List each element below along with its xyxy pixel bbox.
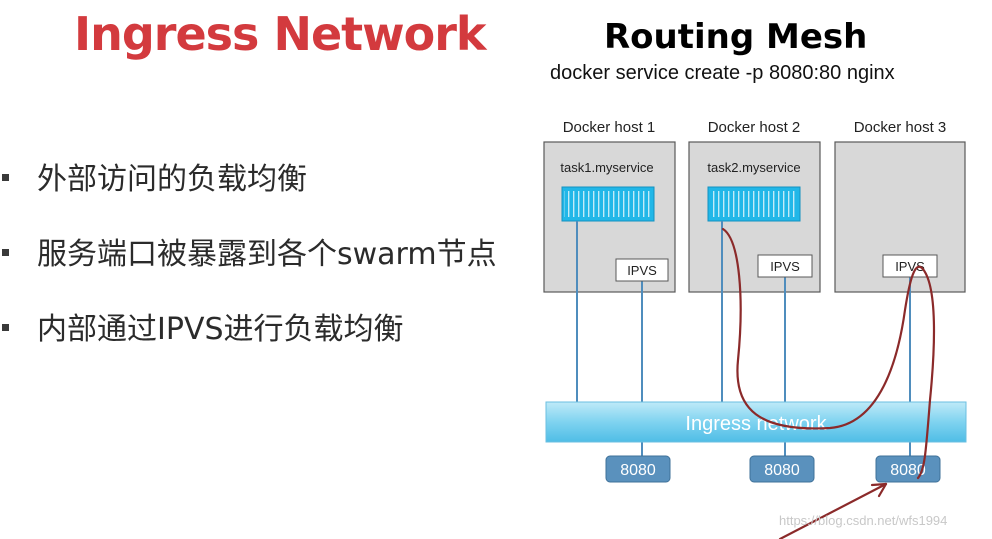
port-badge: 8080: [605, 455, 671, 483]
diagram-title: Routing Mesh: [604, 17, 868, 57]
task-label: task1.myservice: [560, 160, 653, 175]
host-label: Docker host 2: [708, 119, 801, 136]
ipvs-label: IPVS: [770, 259, 800, 274]
port-label: 8080: [764, 462, 800, 479]
bullet-marker-icon: [2, 324, 9, 331]
port-badge: 8080: [749, 455, 815, 483]
host-label: Docker host 3: [854, 119, 947, 136]
watermark: https://blog.csdn.net/wfs1994: [779, 513, 948, 528]
ingress-network-bar: Ingress network: [545, 401, 967, 443]
bullet-text: 内部通过IPVS进行负载均衡: [37, 312, 404, 347]
routing-path: [721, 227, 936, 480]
container-icon: [561, 186, 655, 222]
ipvs-box: IPVS: [615, 258, 669, 282]
bullet-marker-icon: [2, 249, 9, 256]
ipvs-box: IPVS: [757, 254, 813, 278]
host-label: Docker host 1: [563, 119, 656, 136]
network-label: Ingress network: [685, 413, 827, 435]
slide-title: Ingress Network: [74, 7, 487, 61]
ipvs-label: IPVS: [895, 259, 925, 274]
ipvs-label: IPVS: [627, 263, 657, 278]
ipvs-box: IPVS: [882, 254, 938, 278]
bullet-text: 服务端口被暴露到各个swarm节点: [37, 237, 497, 272]
port-badge: 8080: [875, 455, 941, 483]
docker-command: docker service create -p 8080:80 nginx: [550, 62, 895, 84]
container-icon: [707, 186, 801, 222]
request-arrow: [778, 482, 888, 539]
bullet-text: 外部访问的负载均衡: [37, 162, 307, 197]
bullet-marker-icon: [2, 174, 9, 181]
arrowhead-icon: [870, 482, 888, 498]
port-label: 8080: [890, 462, 926, 479]
port-label: 8080: [620, 462, 656, 479]
task-label: task2.myservice: [707, 160, 800, 175]
